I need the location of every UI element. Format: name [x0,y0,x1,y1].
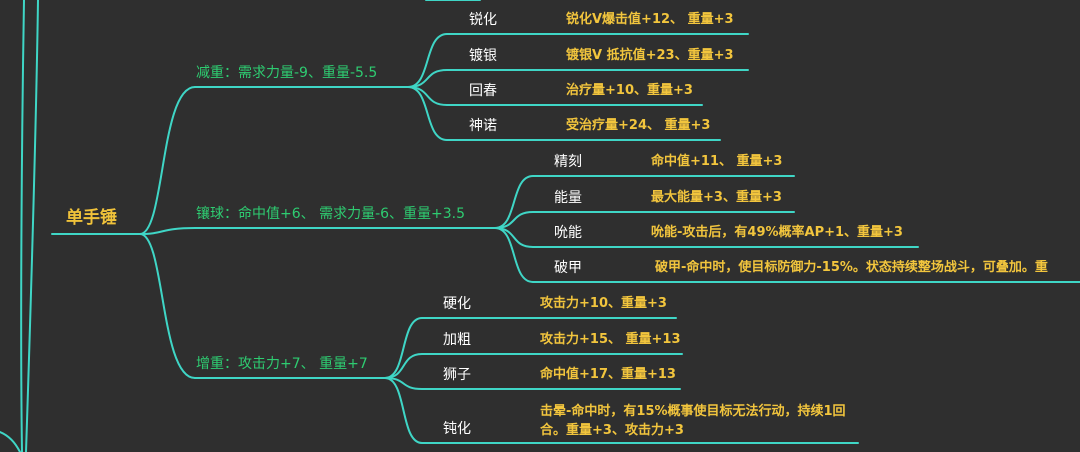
leaf-node-thicken: 加粗 [443,332,471,348]
branch-node-lighten: 减重：需求力量-9、重量-5.5 [196,65,378,81]
branch-leaf-curve [407,86,448,106]
leaf-desc-engrave: 命中值+11、 重量+3 [651,154,783,169]
leaf-desc-thicken: 攻击力+15、 重量+13 [540,332,681,347]
leaf-node-energy: 能量 [554,190,582,206]
leaf-desc-energy: 最大能量+3、重量+3 [651,190,782,205]
leaf-desc-silver: 镀银V 抵抗值+23、重量+3 [566,48,734,63]
branch-leaf-curve [407,69,448,88]
trunk-curve [0,431,21,452]
leaf-node-lion: 狮子 [443,367,471,383]
leaf-node-divine: 神诺 [469,118,497,134]
leaf-desc-harden: 攻击力+10、重量+3 [540,296,667,311]
leaf-node-blunt: 钝化 [443,421,471,437]
branch-leaf-curve [384,353,423,379]
branch-node-weight: 增重：攻击力+7、 重量+7 [196,356,368,372]
leaf-desc-absorb: 吮能-攻击后，有49%概率AP+1、重量+3 [651,225,903,240]
branch-leaf-curve [494,227,534,283]
leaf-desc-rejuvenate: 治疗量+10、重量+3 [566,83,693,98]
branch-leaf-curve [407,86,448,141]
branch-leaf-curve [384,317,423,379]
root-branch-curve [139,86,196,235]
root-branch-curve [139,227,196,235]
root-branch-curve [139,233,196,379]
root-node: 单手锤 [66,208,117,228]
leaf-node-sharpen: 锐化 [469,12,497,28]
branch-leaf-curve [494,227,534,248]
leaf-desc-sharpen: 锐化V爆击值+12、 重量+3 [566,12,734,27]
leaf-node-engrave: 精刻 [554,154,582,170]
leaf-desc-lion: 命中值+17、重量+13 [540,367,676,382]
branch-leaf-curve [384,377,423,444]
leaf-node-absorb: 吮能 [554,225,582,241]
leaf-node-silver: 镀银 [469,48,497,64]
leaf-node-harden: 硬化 [443,296,471,312]
leaf-desc-blunt: 击晕-命中时，有15%概事使目标无法行动，持续1回合。重量+3、攻击力+3 [540,404,846,438]
leaf-node-armor-break: 破甲 [554,260,582,276]
leaf-node-rejuvenate: 回春 [469,83,497,99]
trunk-line-2 [25,0,39,452]
branch-leaf-curve [407,33,448,88]
branch-node-socket: 镶球：命中值+6、 需求力量-6、重量+3.5 [196,206,466,222]
leaf-desc-divine: 受治疗量+24、 重量+3 [566,118,711,133]
trunk-line [20,0,25,452]
leaf-desc-armor-break: 破甲-命中时，使目标防御力-15%。状态持续整场战斗，可叠加。重 [655,260,1048,275]
